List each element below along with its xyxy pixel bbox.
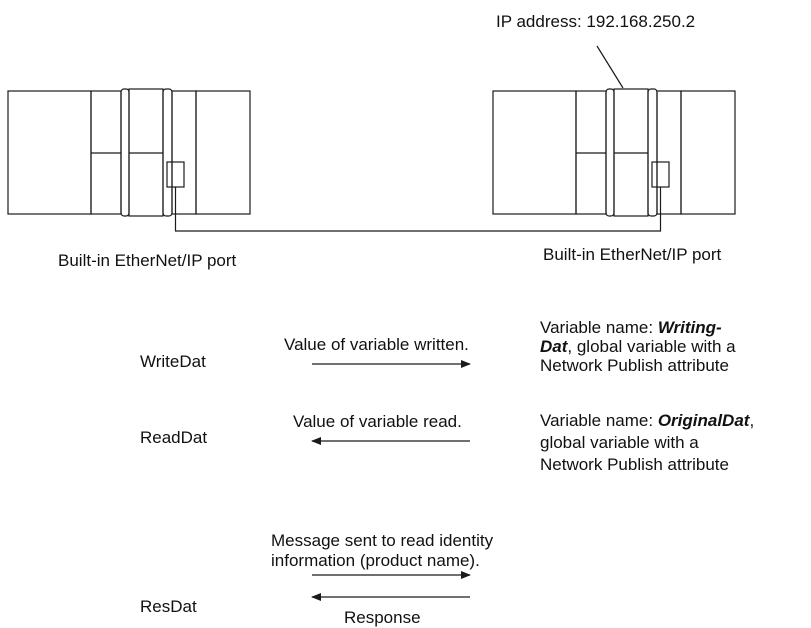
request-caption-line1: Message sent to read identity bbox=[271, 531, 494, 550]
read-var-name: OriginalDat bbox=[657, 411, 750, 430]
write-arrow-caption: Value of variable written. bbox=[284, 335, 469, 354]
read-desc-prefix: Variable name: bbox=[540, 411, 658, 430]
read-desc-line2: global variable with a bbox=[540, 433, 699, 452]
ip-leader-line bbox=[596, 45, 624, 89]
left-ethernet-port bbox=[166, 161, 185, 188]
left-port-label: Built-in EtherNet/IP port bbox=[58, 251, 237, 270]
write-desc-line1: Variable name: Writing- bbox=[540, 318, 722, 338]
right-port-label: Built-in EtherNet/IP port bbox=[543, 245, 722, 264]
response-caption: Response bbox=[344, 608, 421, 627]
write-var-name-part1: Writing- bbox=[657, 318, 722, 337]
write-var-name-part2: Dat bbox=[540, 337, 568, 356]
left-controller bbox=[7, 88, 251, 217]
write-desc-prefix: Variable name: bbox=[540, 318, 658, 337]
write-desc-line3: Network Publish attribute bbox=[540, 356, 729, 375]
write-desc-line2: Dat, global variable with a bbox=[540, 337, 736, 357]
right-controller bbox=[492, 88, 736, 217]
readdat-label: ReadDat bbox=[140, 428, 208, 447]
ip-address-label: IP address: 192.168.250.2 bbox=[496, 12, 696, 31]
read-desc-line3: Network Publish attribute bbox=[540, 455, 729, 474]
read-desc-comma: , bbox=[749, 411, 755, 430]
right-ethernet-port bbox=[651, 161, 670, 188]
request-caption-line2: information (product name). bbox=[271, 551, 480, 570]
resdat-label: ResDat bbox=[140, 597, 197, 616]
write-desc-rest1: , global variable with a bbox=[567, 337, 736, 356]
read-arrow-caption: Value of variable read. bbox=[293, 412, 462, 431]
ethernet-cable bbox=[174, 187, 662, 232]
read-desc-line1: Variable name: OriginalDat, bbox=[540, 411, 754, 431]
writedat-label: WriteDat bbox=[140, 352, 206, 371]
